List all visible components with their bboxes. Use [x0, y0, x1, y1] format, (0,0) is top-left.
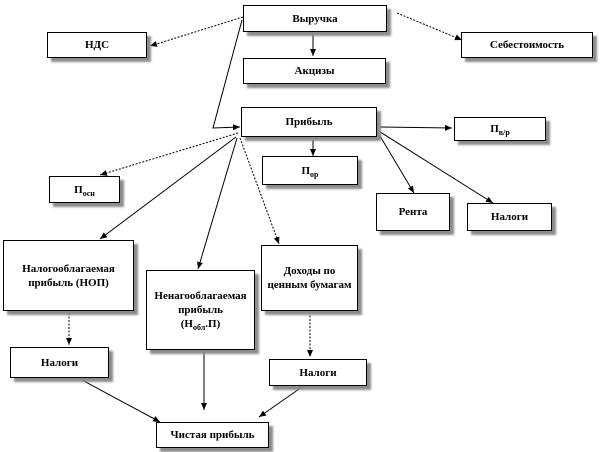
node-profit: Прибыль — [241, 107, 377, 137]
edge-profit-posn — [99, 132, 239, 176]
edge-profit-securities — [239, 137, 280, 245]
node-net-profit: Чистая прибыль — [156, 422, 269, 448]
node-nontaxable-profit-text: Ненагообла­гаемая прибыль — [154, 290, 247, 316]
node-nontaxable-profit-label: Ненагообла­гаемая прибыль (Нобл.П) — [150, 289, 251, 333]
node-taxes-right: Налоги — [467, 203, 552, 231]
edge-revenue-cost — [396, 12, 463, 41]
node-p-vr-base: П — [490, 123, 499, 135]
node-taxable-profit: Налогооблагаемая прибыль (НОП) — [3, 240, 134, 311]
node-excise: Акцизы — [243, 58, 386, 84]
node-p-or-label: Пор — [301, 164, 319, 179]
node-p-vr-label: Пв/р — [490, 122, 510, 138]
node-cost: Себестоимость — [461, 32, 593, 58]
node-p-osn-sub: осн — [82, 188, 95, 198]
node-p-vr: Пв/р — [454, 117, 546, 141]
node-p-osn: Посн — [49, 176, 120, 203]
node-p-or-sub: ор — [310, 169, 319, 179]
node-nontaxable-profit-formula-base: (Н — [180, 318, 193, 330]
node-revenue: Выручка — [243, 5, 387, 32]
edge-taxes-mid-net — [258, 386, 303, 418]
node-taxes-left-label: Налоги — [40, 356, 79, 369]
node-taxable-profit-label: Налогооблагаемая прибыль (НОП) — [22, 262, 115, 289]
node-nontaxable-profit-formula-sub: обл — [192, 323, 206, 333]
node-net-profit-label: Чистая прибыль — [170, 429, 255, 441]
edge-taxes-left-net — [81, 379, 161, 423]
node-p-osn-label: Посн — [74, 183, 95, 198]
node-taxes-right-label: Налоги — [490, 211, 529, 223]
edge-profit-taxable — [99, 136, 237, 240]
edge-revenue-profit — [212, 19, 243, 131]
node-nontaxable-profit-formula-tail: .П) — [205, 318, 221, 330]
edge-profit-taxes-right — [376, 129, 494, 204]
node-p-or: Пор — [262, 156, 358, 185]
node-taxes-mid: Налоги — [269, 359, 367, 386]
node-profit-label: Прибыль — [285, 116, 333, 128]
edge-revenue-vat — [149, 16, 244, 47]
node-taxes-left: Налоги — [10, 347, 109, 378]
node-nontaxable-profit: Ненагообла­гаемая прибыль (Нобл.П) — [146, 270, 255, 350]
node-cost-label: Себестоимость — [489, 39, 565, 51]
node-p-osn-base: П — [74, 183, 83, 196]
node-vat-label: НДС — [84, 39, 110, 51]
node-securities-income-label: Доходы по ценным бумагам — [267, 265, 352, 291]
node-rent: Рента — [376, 193, 450, 231]
edge-profit-rent — [376, 130, 415, 194]
node-taxes-mid-label: Налоги — [299, 366, 337, 379]
node-p-vr-sub: в/р — [498, 128, 510, 138]
node-p-or-base: П — [301, 164, 311, 177]
edge-profit-nontaxable — [197, 137, 238, 270]
node-rent-label: Рента — [398, 206, 428, 218]
node-excise-label: Акцизы — [294, 65, 335, 77]
node-securities-income: Доходы по ценным бумагам — [261, 245, 358, 311]
edge-profit-pvr — [376, 124, 453, 131]
node-revenue-label: Выручка — [292, 12, 338, 25]
node-vat: НДС — [47, 32, 147, 58]
